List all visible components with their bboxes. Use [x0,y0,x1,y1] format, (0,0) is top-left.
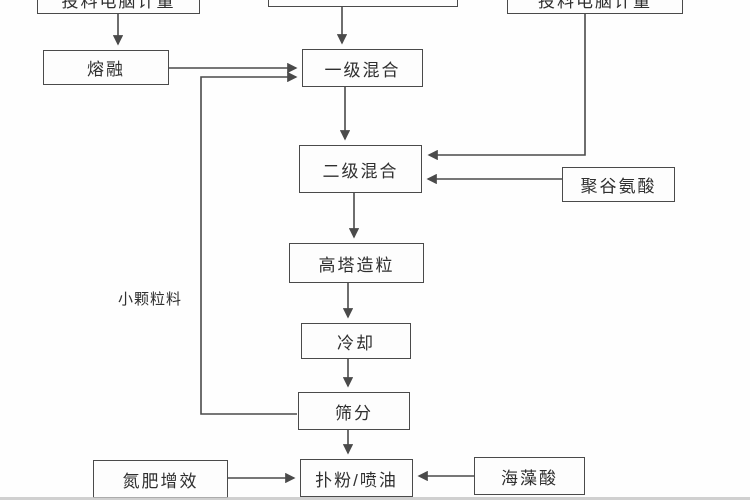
node-feed-left-label: 投料电脑计量 [61,0,176,11]
node-tower-granulation: 高塔造粒 [289,243,424,283]
node-mix-stage1-label: 一级混合 [324,60,401,80]
node-sieving-label: 筛分 [335,403,373,423]
node-feed-right-label: 投料电脑计量 [538,0,652,11]
node-nitrogen-booster: 氮肥增效 [93,460,228,498]
node-cooling-label: 冷却 [337,333,375,353]
node-mix-stage2: 二级混合 [299,145,422,193]
arrow-sieving-recycle-to-mix1 [200,71,298,415]
node-nitrogen-booster-label: 氮肥增效 [122,471,199,491]
node-melting: 熔融 [43,50,169,85]
node-melting-label: 熔融 [87,60,125,79]
node-alginic-acid-label: 海藻酸 [501,468,558,488]
node-cooling: 冷却 [301,323,411,359]
node-sieving: 筛分 [298,392,410,430]
node-polyglutamic-acid-label: 聚谷氨酸 [580,177,657,196]
node-feed-right: 投料电脑计量 [507,0,683,14]
node-alginic-acid: 海藻酸 [474,457,585,495]
arrow-feedright-to-mix2 [427,14,586,161]
label-small-particles-text: 小颗粒料 [118,291,183,308]
node-polyglutamic-acid: 聚谷氨酸 [562,167,675,202]
node-powder-oil-spray: 扑粉/喷油 [300,459,413,497]
node-feed-middle [268,0,458,7]
node-powder-oil-spray-label: 扑粉/喷油 [315,470,398,490]
node-tower-granulation-label: 高塔造粒 [318,255,395,275]
label-small-particles: 小颗粒料 [118,288,182,309]
node-feed-left: 投料电脑计量 [37,0,200,14]
node-mix-stage1: 一级混合 [302,49,423,87]
bottom-edge-shade [0,497,750,500]
node-mix-stage2-label: 二级混合 [322,161,399,181]
